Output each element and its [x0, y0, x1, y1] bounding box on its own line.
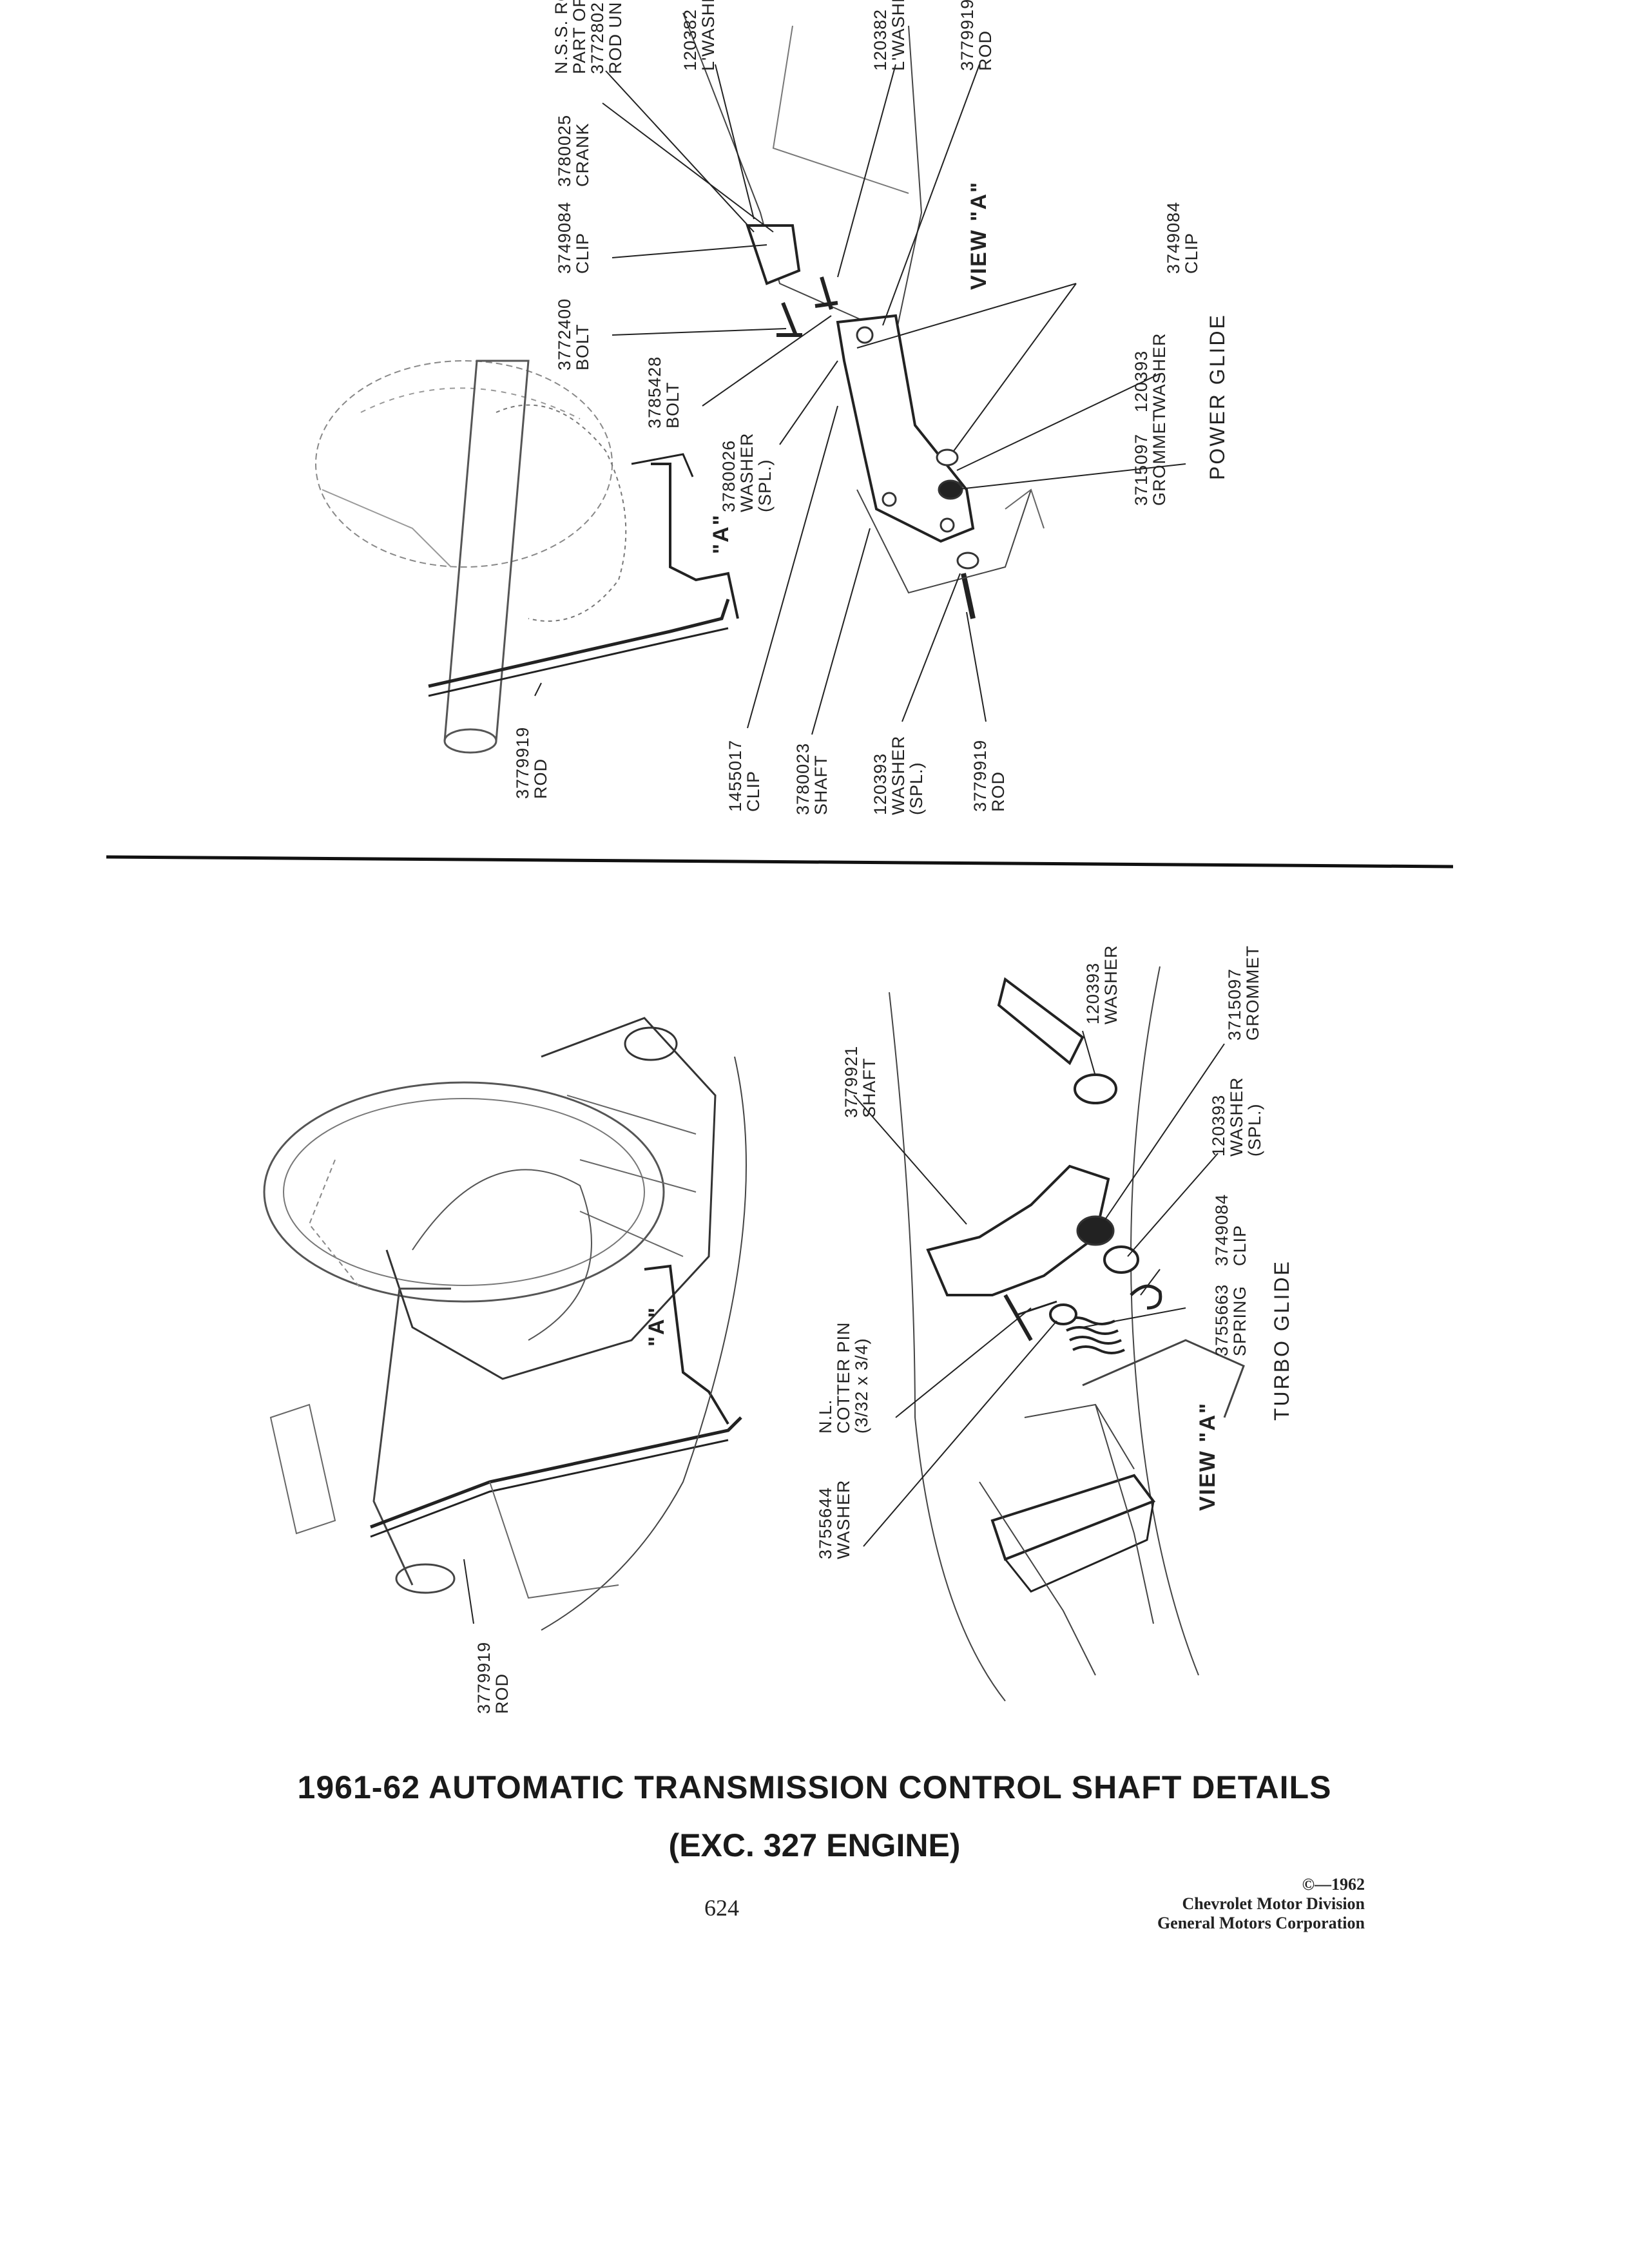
label-3779919-rod-turbo: 3779919ROD: [474, 1642, 512, 1714]
power-glide-section-label: POWER GLIDE: [1206, 313, 1229, 480]
power-glide-labels: N.S.S. RODPART OF3772802ROD UNIT 120382L…: [513, 0, 1229, 815]
power-glide-bracket: [651, 463, 739, 619]
turbo-glide-labels: 120393WASHER 3715097GROMMET 3779921SHAFT…: [474, 945, 1293, 1714]
section-divider: [106, 855, 1454, 869]
label-120393-washer-spl-turbo: 120393WASHER(SPL.): [1209, 1077, 1264, 1157]
label-3772400-bolt: 3772400BOLT: [555, 298, 592, 370]
label-nss-rod: N.S.S. RODPART OF3772802ROD UNIT: [552, 0, 625, 74]
label-3779919-rod-left: 3779919ROD: [513, 727, 550, 799]
transmission-housing: [385, 1017, 717, 1380]
label-3779921-shaft: 3779921SHAFT: [842, 1046, 879, 1118]
label-3749084-clip-a: 3749084CLIP: [555, 202, 592, 274]
label-3749084-clip-b: 3749084CLIP: [1164, 202, 1201, 274]
label-1455017-clip: 1455017CLIP: [726, 740, 763, 812]
power-glide-crank: [746, 224, 801, 285]
label-120382-washer-b: 120382L'WASHER: [871, 0, 908, 71]
turbo-glide-view-a: VIEW "A": [1195, 1402, 1220, 1511]
page-title-line-1: 1961-62 AUTOMATIC TRANSMISSION CONTROL S…: [297, 1769, 1332, 1805]
label-120393-washer: 120393WASHER: [1132, 332, 1169, 412]
label-3755644-washer: 3755644WASHER: [816, 1479, 853, 1559]
power-glide-shaft: [836, 314, 975, 543]
label-cotter-pin: N.L.COTTER PIN(3/32 x 3/4): [816, 1321, 871, 1434]
power-glide-illustration: [315, 12, 1045, 754]
turbo-glide-spring: [1063, 1316, 1125, 1354]
label-120393-washer-turbo: 120393WASHER: [1083, 945, 1121, 1024]
label-3780026-washer: 3780026WASHER(SPL.): [719, 432, 775, 512]
power-glide-marker-a: "A": [709, 514, 733, 554]
label-3749084-clip-turbo: 3749084CLIP: [1212, 1194, 1249, 1266]
page-title-line-2: (EXC. 327 ENGINE): [668, 1827, 961, 1863]
turbo-glide-illustration: [263, 966, 1245, 1702]
label-3779919-rod-top: 3779919ROD: [958, 0, 995, 71]
page-number: 624: [704, 1895, 739, 1921]
power-glide-view-a: VIEW "A": [967, 181, 991, 290]
turbo-glide-marker-a: "A": [644, 1306, 669, 1347]
label-120382-washer-a: 120382L'WASHER: [680, 0, 718, 71]
turbo-glide-leader-lines: [463, 1030, 1225, 1624]
power-glide-firewall: [682, 12, 923, 336]
label-3780023-shaft: 3780023SHAFT: [793, 743, 831, 815]
turbo-steering-wheel: [263, 1081, 665, 1303]
label-3785428-bolt: 3785428BOLT: [645, 356, 682, 428]
turbo-glide-rod: [370, 1416, 742, 1529]
copyright-line-2: Chevrolet Motor Division: [1182, 1894, 1365, 1913]
power-glide-rod: [428, 599, 730, 688]
copyright-line-1: ©—1962: [1302, 1875, 1365, 1894]
label-3779919-rod-bottom: 3779919ROD: [970, 740, 1008, 812]
label-3715097-grommet: 3715097GROMMET: [1132, 410, 1169, 506]
turbo-glide-shaft: [926, 1164, 1110, 1296]
copyright-notice: ©—1962 Chevrolet Motor Division General …: [1157, 1875, 1365, 1933]
label-3715097-grommet-turbo: 3715097GROMMET: [1225, 945, 1262, 1041]
label-120393-washer-spl: 120393WASHER(SPL.): [871, 735, 926, 815]
turbo-glide-section-label: TURBO GLIDE: [1270, 1260, 1293, 1421]
label-3755663-spring: 3755663SPRING: [1212, 1284, 1249, 1356]
copyright-line-3: General Motors Corporation: [1157, 1914, 1365, 1932]
label-3780025-crank: 3780025CRANK: [555, 115, 592, 187]
steering-column: [443, 360, 530, 742]
steering-wheel-outline: [315, 360, 613, 568]
power-glide-leader-lines: [534, 64, 1186, 735]
